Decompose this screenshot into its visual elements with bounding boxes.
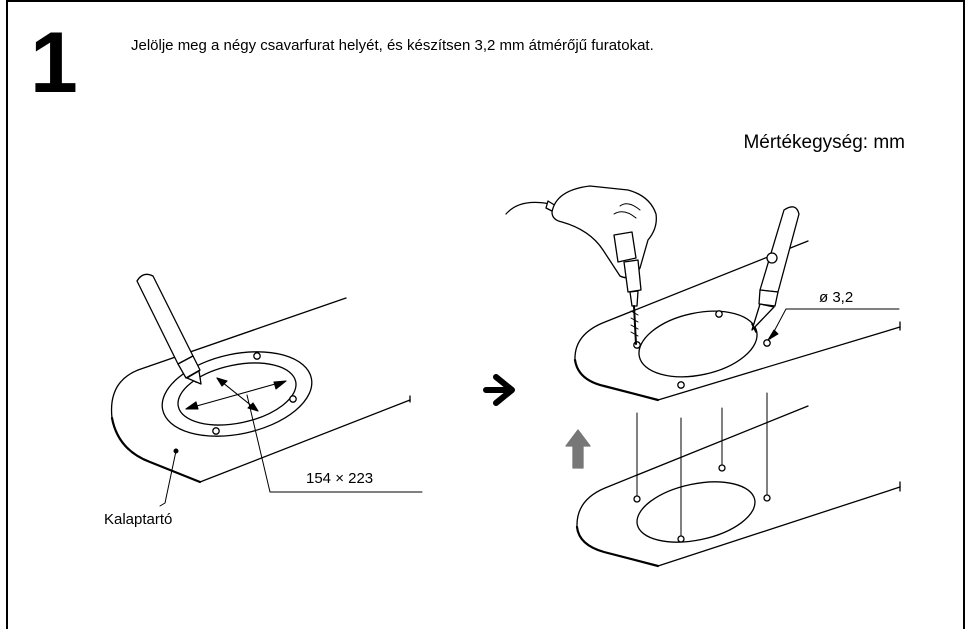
hole-diameter-label: ø 3,2 (819, 289, 854, 306)
power-drill-icon (505, 185, 657, 345)
units-label: Mértékegység: mm (743, 132, 905, 153)
marker-pen (136, 273, 202, 385)
diagonal-dimension-arrows (185, 377, 287, 412)
right-upper-shelf (573, 240, 901, 402)
right-arrow-icon (483, 374, 515, 406)
left-callout-lines (159, 394, 423, 507)
parcel-shelf-label: Kalaptartó (104, 511, 173, 528)
hole-diameter-callout (767, 308, 900, 341)
template-dimension-label: 154 × 223 (306, 470, 374, 487)
alignment-lines (636, 392, 768, 537)
utility-knife-icon (751, 206, 800, 333)
manual-page-frame (6, 0, 965, 629)
step-instruction: Jelölje meg a négy csavarfurat helyét, é… (131, 37, 654, 54)
up-arrow-icon (565, 429, 591, 469)
step-number: 1 (30, 15, 78, 111)
left-parcel-shelf (110, 297, 411, 484)
right-lower-shelf (575, 405, 901, 568)
